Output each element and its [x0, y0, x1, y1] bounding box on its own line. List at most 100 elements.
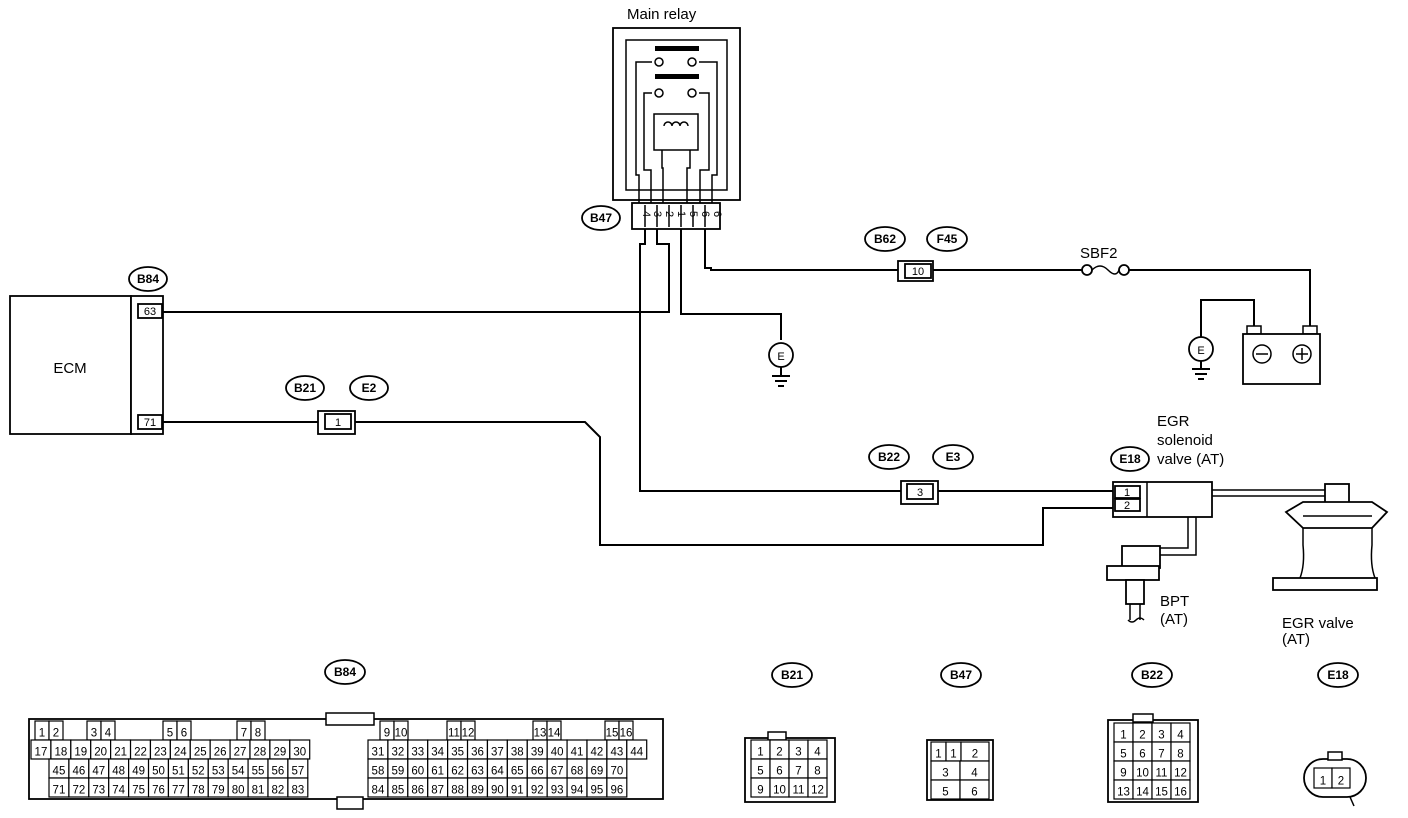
connector-pin-label: 79 [212, 785, 225, 797]
connector-pin-label: 74 [112, 785, 125, 797]
ecm-pin-71-box [137, 414, 163, 430]
connector-pin-label: 22 [134, 747, 147, 759]
connector-pin-label: 4 [105, 728, 112, 740]
egr-valve-body [1299, 528, 1376, 579]
relay-coil-box [653, 113, 699, 151]
connector-pin-label: 5 [757, 766, 763, 778]
connector-cell [1331, 767, 1351, 789]
connector-pin-label: 54 [232, 766, 245, 778]
connector-cell [626, 739, 648, 760]
connector-pin-label: 19 [74, 747, 87, 759]
connector-pin-label: 64 [491, 766, 504, 778]
connector-pin-label: 5 [167, 728, 173, 740]
ground-label: E [777, 351, 784, 363]
connector-pin-label: 8 [255, 728, 261, 740]
e18-pin-1: 1 [1124, 487, 1130, 499]
relay-pin-4: 4 [640, 211, 652, 217]
connector-pin-label: 3 [942, 768, 948, 780]
connector-pin-label: 1 [950, 749, 956, 761]
connector-pin-label: 4 [814, 747, 821, 759]
connector-pin-label: 3 [1158, 730, 1164, 742]
connector-pin-label: 90 [491, 785, 504, 797]
b84-view-tag [324, 659, 366, 685]
b62-f45-pin-box [904, 263, 932, 279]
fuse-terminal [1118, 264, 1130, 276]
b84-tag [128, 266, 168, 292]
connector-pin-label: 16 [1174, 787, 1187, 799]
connector-pin-label: 27 [234, 747, 247, 759]
connector-pin-label: 95 [591, 785, 604, 797]
bpt-body [1121, 545, 1161, 569]
connector-pin-label: 6 [971, 787, 977, 799]
connector-pin-label: 34 [431, 747, 444, 759]
connector-pin-label: 62 [451, 766, 464, 778]
connector-pin-label: 89 [471, 785, 484, 797]
egr-valve: EGR valve (AT) [1272, 483, 1389, 648]
b21-view-tag [771, 662, 813, 688]
fuse-sbf2: SBF2 [1080, 245, 1130, 276]
e18-pin-2: 2 [1124, 500, 1130, 512]
egr-solenoid-label-2: solenoid [1157, 432, 1213, 449]
b62-tag [864, 226, 906, 252]
wire-relay-to-ecm-63 [163, 229, 670, 313]
relay-contact [654, 57, 664, 67]
connector-pin-label: 66 [531, 766, 544, 778]
relay-pin-3: 3 [651, 211, 663, 217]
relay-contact-bar [655, 74, 699, 79]
wire-relay-to-b62 [704, 229, 898, 271]
connector-pin-label: 28 [254, 747, 267, 759]
connector-pin-label: 93 [551, 785, 564, 797]
ground-battery: E [1188, 336, 1214, 380]
relay-contact [687, 88, 697, 98]
relay-internal-wire [686, 150, 691, 205]
connector-pin-label: 76 [152, 785, 165, 797]
connector-pin-label: 6 [1139, 749, 1145, 761]
connector-pin-label: 65 [511, 766, 524, 778]
main-relay: Main relay 4 3 2 1 [581, 6, 741, 231]
connector-pin-label: 51 [172, 766, 185, 778]
connector-pin-label: 63 [471, 766, 484, 778]
bpt-pipe-end-icon [1127, 617, 1145, 623]
bpt: BPT (AT) [1106, 545, 1189, 628]
e2-tag [349, 375, 389, 401]
b21-e2-pin: 1 [335, 417, 341, 429]
connector-pin-label: 10 [773, 785, 786, 797]
connector-pin-label: 29 [273, 747, 286, 759]
b47-tag-label: B47 [590, 211, 612, 225]
connector-pin-label: 43 [610, 747, 623, 759]
connector-pin-label: 18 [54, 747, 67, 759]
relay-contact-bar [655, 46, 699, 51]
e18-view-tag [1317, 662, 1359, 688]
connector-pin-label: 80 [232, 785, 245, 797]
connector-pin-label: 60 [411, 766, 424, 778]
connector-pin-label: 14 [1136, 787, 1149, 799]
e18-latch [1327, 751, 1343, 761]
connector-pin-label: 36 [471, 747, 484, 759]
connector-pin-label: 37 [491, 747, 504, 759]
connector-pin-label: 88 [451, 785, 464, 797]
connector-pin-label: 44 [630, 747, 643, 759]
connector-pin-label: 91 [511, 785, 524, 797]
connector-pin-label: 35 [451, 747, 464, 759]
connector-pin-label: 40 [551, 747, 564, 759]
b22-e3-pin: 3 [917, 487, 923, 499]
connector-pin-label: 6 [776, 766, 782, 778]
relay-pins: 4 3 2 1 5 6 6 [640, 205, 723, 227]
connector-pin-label: 26 [214, 747, 227, 759]
connector-cell [807, 777, 828, 798]
connector-pin-label: 16 [620, 728, 633, 740]
connector-pin-label: 52 [192, 766, 205, 778]
connector-pin-label: 69 [591, 766, 604, 778]
connector-pin-label: 15 [1155, 787, 1168, 799]
ecm-pin-63: 63 [144, 306, 156, 318]
connector-pin-label: 7 [795, 766, 801, 778]
bpt-label-2: (AT) [1160, 611, 1188, 628]
ecm-body [9, 295, 132, 435]
connector-pin-label: 83 [291, 785, 304, 797]
connector-pin-label: 7 [1158, 749, 1164, 761]
connector-pin-label: 84 [372, 785, 385, 797]
e18-tab [1349, 796, 1355, 807]
b21-tag [285, 375, 325, 401]
